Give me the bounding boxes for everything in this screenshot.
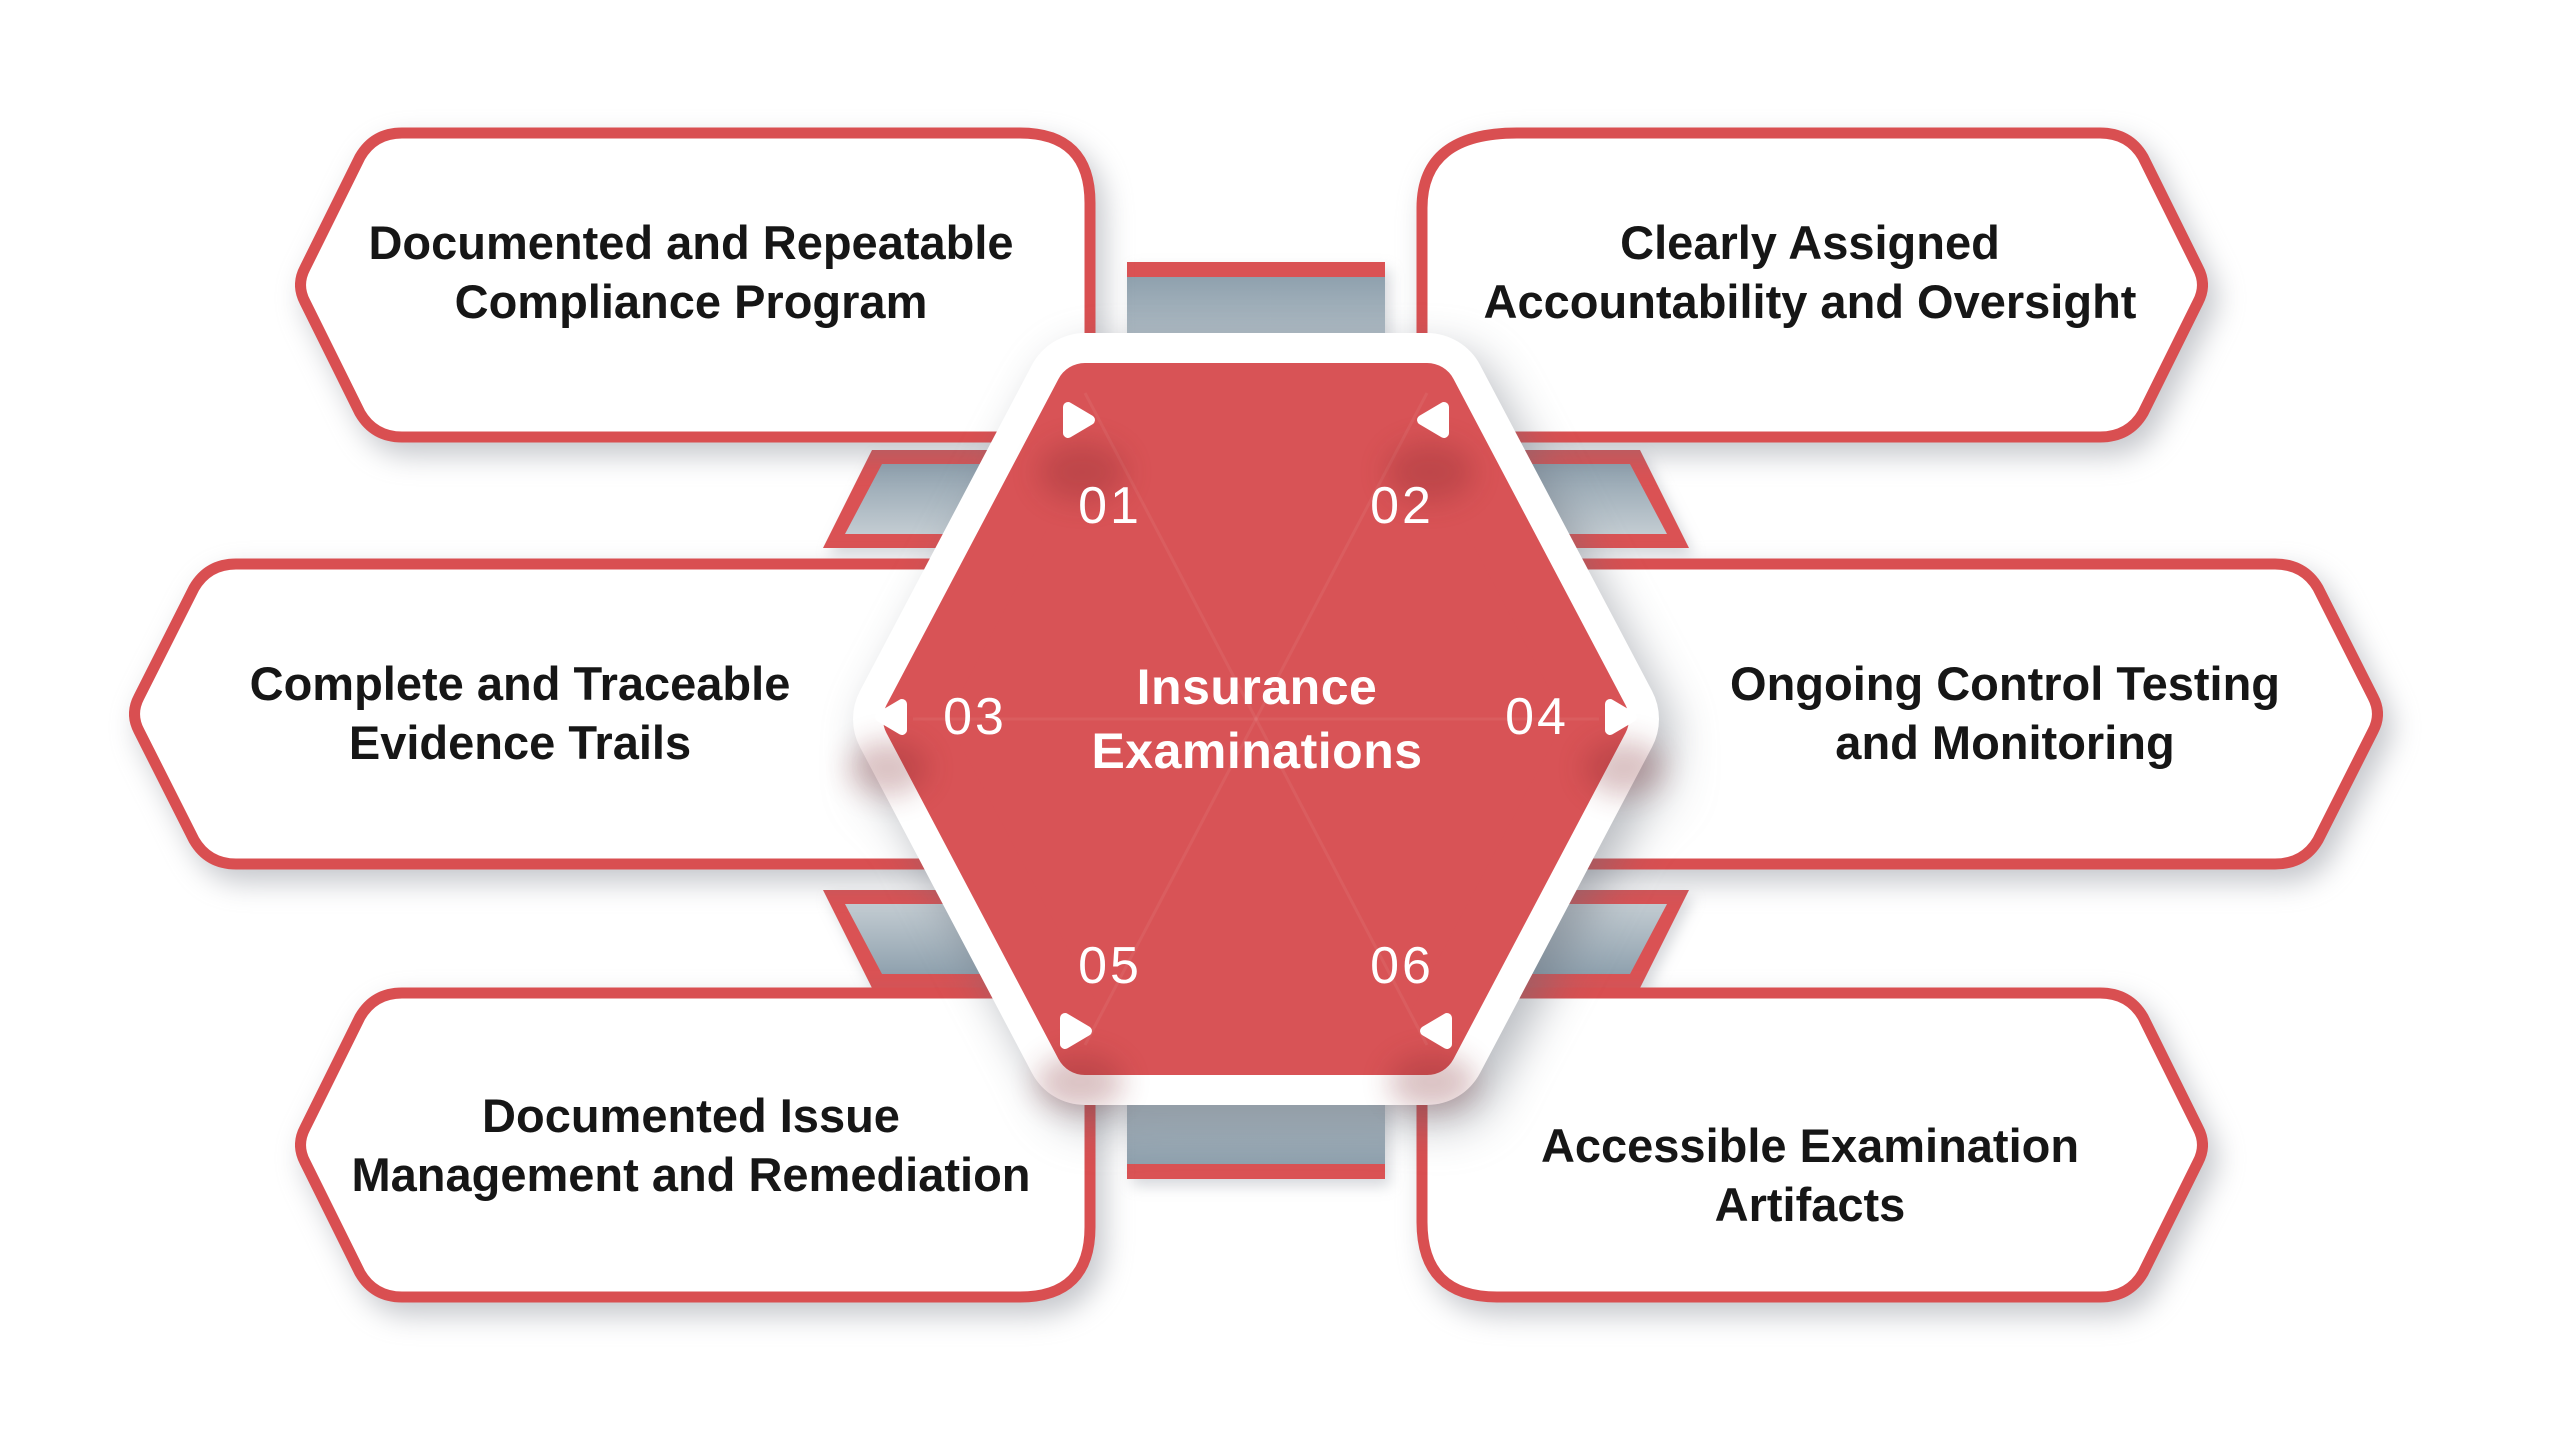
banner-02-label: Clearly Assigned Accountability and Over…: [1483, 216, 2137, 328]
step-06-arrow-left-icon: [1420, 1013, 1452, 1049]
hexagon-title-line1: Insurance: [1136, 659, 1378, 715]
banner-03-label: Complete and Traceable Evidence Trails: [249, 657, 791, 769]
banner-05-label: Documented Issue Management and Remediat…: [351, 1089, 1031, 1201]
hexagon-title-line2: Examinations: [1091, 723, 1423, 779]
step-02-arrow-left-icon: [1417, 402, 1449, 438]
hexagon-seam-lines: [913, 392, 1599, 1046]
hexagon-title: Insurance Examinations: [1091, 655, 1422, 783]
step-05-number: 05: [1078, 937, 1142, 995]
step-01-arrow-right-icon: [1063, 402, 1095, 438]
banner-02-shape: [1416, 127, 2208, 443]
step-03-number: 03: [943, 688, 1007, 746]
step-05-arrow-right-icon: [1060, 1013, 1092, 1049]
step-02-number: 02: [1370, 477, 1434, 535]
banner-04-label: Ongoing Control Testing and Monitoring: [1730, 657, 2280, 769]
step-01-number: 01: [1078, 477, 1142, 535]
step-03-arrow-left-icon: [875, 699, 907, 735]
step-04-number: 04: [1505, 688, 1569, 746]
step-06-number: 06: [1370, 937, 1434, 995]
center-hexagon: [848, 333, 1664, 1110]
triangle-smudges: [848, 442, 1664, 1110]
banner-01-shape: [295, 127, 1096, 443]
banner-01-label: Documented and Repeatable Compliance Pro…: [368, 216, 1014, 328]
step-04-arrow-right-icon: [1605, 699, 1637, 735]
banner-06-label: Accessible Examination Artifacts: [1540, 1119, 2080, 1231]
